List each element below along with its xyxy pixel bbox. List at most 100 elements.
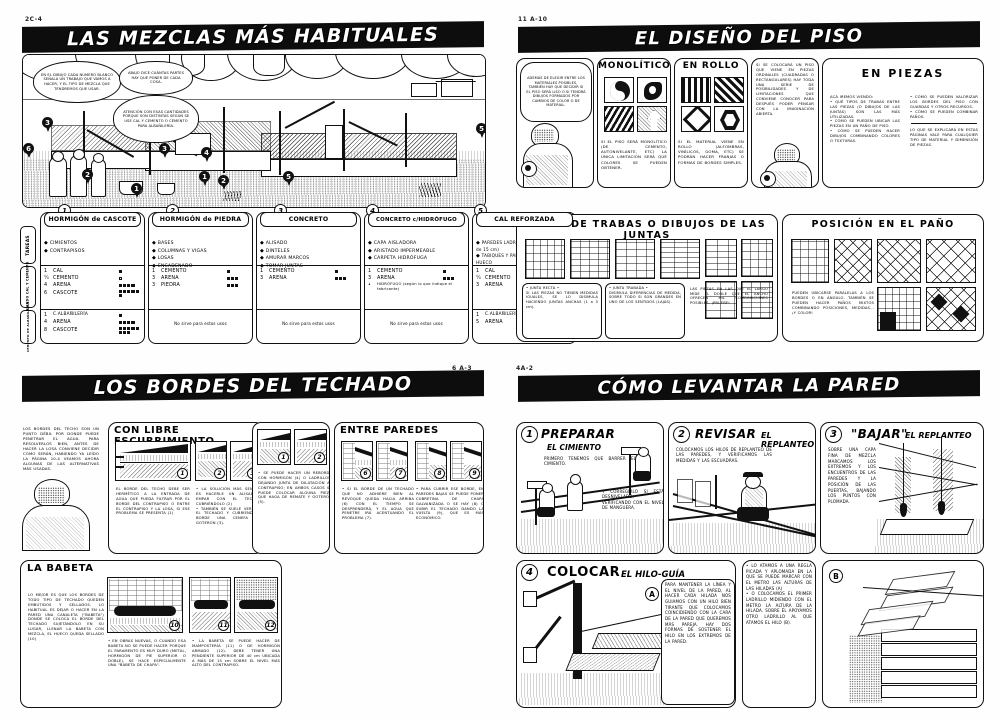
swatch-amoeba [637,77,667,103]
mix-table: TAREAS CUANDO CAL Y CEMENTO CEMENTO DE A… [20,204,577,352]
mix-column-2-header: HORMIGÓN de PIEDRA [152,212,249,227]
step-1-subtitle: EL CIMIENTO [547,443,601,452]
step-4-subtitle: EL HILO-GUÍA [621,570,686,580]
ingredient: ARENA [485,282,503,289]
fig-borde-8: 8 [415,441,447,481]
qty: 6 [44,289,48,296]
qty: ¼ [44,275,49,282]
task: BASES [157,241,174,246]
ingredient: HIDRÓFUGO (según lo que indique el fabri… [377,282,453,291]
fig-number-9: 9 [469,468,480,479]
panel-title-piso: EL DISEÑO DEL PISO [518,21,980,53]
step-4-sub-b: B [829,569,843,583]
pattern-junta-trabada [615,239,655,279]
swatch-zigzag [604,106,634,132]
box-en-rollo-title: EN ROLLO [682,61,740,71]
box-intro-piso: ADEMÁS DE ELEGIR ENTRE LOS MATERIALES PO… [516,58,594,188]
ingredient: C.ALBAÑILERÍA [485,312,520,318]
mix-column-2-tasks: ◆ BASES ◆ COLUMNAS Y VIGAS ◆ LOSAS ◆ ENC… [152,240,207,269]
side-label-cal-cemento: CUANDO CAL Y CEMENTO [20,261,36,313]
note-junta-trabada: • JUNTA TRABADA • DISIMULA DIFERENCIAS D… [605,283,685,339]
task: LOSAS [157,256,174,262]
box-en-rollo-text: SI EL MATERIAL VIENE EN ROLLO (ALFOMBRAS… [678,139,744,165]
ingredient: CAL [485,268,496,274]
ingredient: ARENA [485,319,503,326]
mix-table-side-labels: TAREAS CUANDO CAL Y CEMENTO CEMENTO DE A… [20,212,36,352]
qty: 4 [44,319,48,326]
fig-number-5: 2 [314,452,325,463]
callout-number-2b: 2 [218,175,229,190]
mix-column-2: HORMIGÓN de PIEDRA ◆ BASES ◆ COLUMNAS Y … [148,212,253,344]
mix-column-3-header: CONCRETO [260,212,357,227]
brick-row-3 [881,685,977,698]
box-en-piezas-col2b: LO QUE SE EXPLICARÁ EN ESTAS PÁGINAS VAL… [910,128,978,147]
pattern-mixto-1 [877,287,921,331]
task: ARISTADO IMPERMEABLE [373,248,436,254]
task: AMURAR MARCOS [265,256,310,262]
side-label-tareas-text: TAREAS [25,234,31,256]
panel-title-mezclas-text: LAS MEZCLAS MÁS HABITUALES [66,23,440,51]
box-libre-escurrimiento: CON LIBRE ESCURRIMIENTO 1 2 3 EL BORDE D… [108,422,264,554]
brick-guide-1 [591,633,669,649]
callout-number-6: 6 [23,143,34,158]
fig-babeta-11: 11 [189,577,231,633]
mix-column-5-header: CAL REFORZADA [476,212,573,227]
swatch-diagonals [714,77,744,103]
step-2: 2 REVISAR EL REPLANTEO COLOCAMOS LOS HIL… [668,422,816,554]
step-4-notes: • LO ATAMOS A UNA REGLA PICADA Y APLOMAD… [742,560,816,708]
step-3: 3 "BAJAR" EL REPLANTEO SOBRE UNA CAPA FI… [820,422,984,554]
step-4-text2: • LO ATAMOS A UNA REGLA PICADA Y APLOMAD… [746,563,812,625]
fig-number-1: 1 [177,468,188,479]
ingredient: ARENA [377,275,395,282]
task: CARPETA HIDRÓFUGA [373,256,428,262]
step-1-text2: Y CORREGIRLO SI ESTÁ DESNIVELADO, VERIFI… [602,489,664,510]
fig-borde-6: 6 [341,441,373,481]
step-2-number: 2 [673,426,690,443]
brick-row-1 [881,657,977,670]
brick-guide-2 [565,653,661,671]
brick-row-5 [881,629,977,642]
task: ENCADENADO [157,263,193,269]
box-la-babeta: LA BABETA LO MEJOR ES QUE LOS BORDES DE … [20,560,282,708]
mix-column-3: CONCRETO ◆ ALISADO ◆ DINTELES ◆ AMURAR M… [256,212,361,344]
qty: ¼ [476,275,481,282]
ingredient: CEMENTO [377,268,403,274]
qty: 1 [368,268,372,274]
step-1-text: PRIMERO TENEMOS QUE BARRER EL CIMIENTO. [544,456,636,467]
pattern-diagonal-2 [877,239,921,283]
qty: • [368,282,372,289]
task: DINTELES [265,248,290,254]
ingredient: ARENA [269,275,287,282]
qty: 3 [368,275,372,282]
box-monoliticos-title: MONOLÍTICOS [598,61,671,71]
box-posicion-pano: POSICIÓN EN EL PAÑO PUEDEN UBICARSE PARA… [782,214,984,342]
fig-borde-4: 1 [257,429,291,465]
box-piezas-intro-text: SI SE COLOCARÁ UN PISO QUE VIENE EN PIEZ… [756,63,814,116]
task: TOMAR JUNTAS [265,263,303,269]
fig-number-12: 12 [265,620,276,631]
callout-number-1b: 1 [199,171,210,186]
fig-number-8: 8 [434,468,445,479]
box-en-piezas-title: EN PIEZAS [861,67,945,80]
step-2-text: COLOCAMOS LOS HILOS DE REPLANTEO DE LAS … [676,447,772,463]
qty: 1 [152,268,156,274]
step-4-diagram-b: B [822,560,984,708]
pattern-rombos [926,239,976,283]
task: CONTRAPISOS [49,248,85,254]
fig-number-11: 11 [218,620,229,631]
box-la-babeta-title: LA BABETA [27,563,94,574]
intro-bubble-piso: ADEMÁS DE ELEGIR ENTRE LOS MATERIALES PO… [520,62,592,122]
step-1-title: PREPARAR [541,427,616,441]
swatch-stripes [681,77,711,103]
fig-number-7: 7 [395,468,406,479]
step-2-title: REVISAR [695,427,757,441]
box-la-babeta-intro: LO MEJOR ES QUE LOS BORDES DE TODO TIPO … [28,593,104,641]
note-borde-45: • SE PUEDE HACER UN REBORDE CON HORMIGÓN… [258,471,330,505]
box-piezas-intro: SI SE COLOCARÁ UN PISO QUE VIENE EN PIEZ… [751,58,819,188]
note-borde-67: • SI EL BORDE DE UN TECHADO QUE NO ADHIE… [342,487,414,521]
note-babeta-2: • LA BABETA SE PUEDE HACER DE MAMPOSTERÍ… [192,639,280,668]
step-4-text-box: PARA MANTENER LA LÍNEA Y EL NIVEL DE LA … [661,579,735,705]
note-junta-recta-text: • JUNTA RECTA • SI LAS PIEZAS NO TIENEN … [526,286,598,309]
